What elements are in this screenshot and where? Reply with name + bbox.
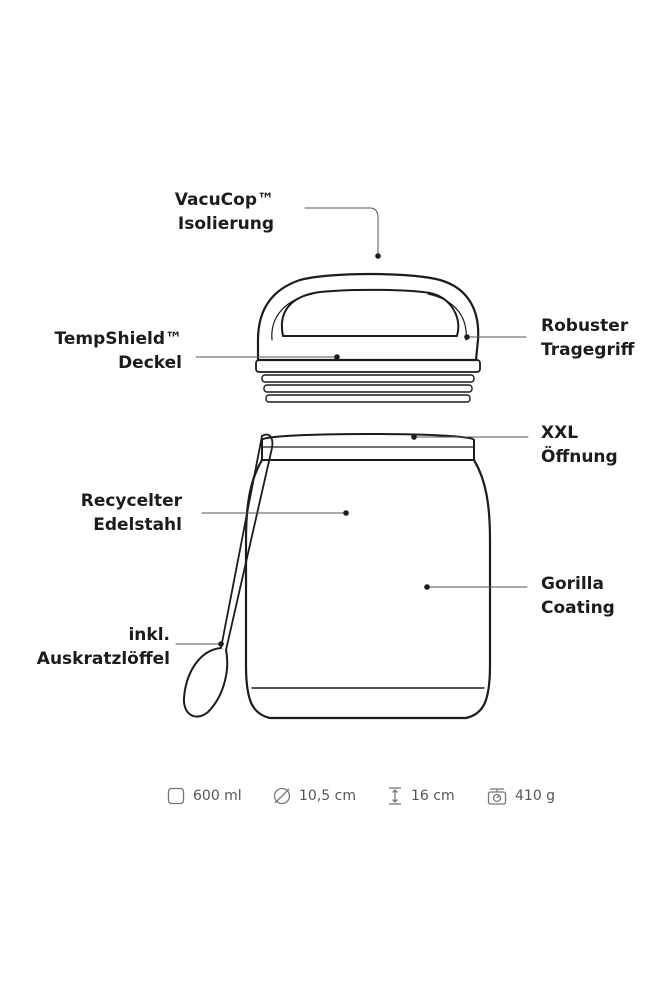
height-icon <box>389 787 401 805</box>
lid-illustration <box>255 272 481 403</box>
label-steel: Recycelter Edelstahl <box>80 491 182 535</box>
label-opening: XXL Öffnung <box>541 423 618 467</box>
label-coating: Gorilla Coating <box>541 574 615 618</box>
label-insulation: VacuCop™ Isolierung <box>174 190 274 234</box>
leader-lines <box>175 207 529 645</box>
spoon-illustration <box>182 433 274 718</box>
label-lid: TempShield™ Deckel <box>54 329 182 373</box>
spec-diameter: 10,5 cm <box>272 785 356 807</box>
spec-volume: 600 ml <box>166 785 242 807</box>
label-spoon: inkl. Auskratzlöffel <box>36 625 170 669</box>
label-handle: Robuster Tragegriff <box>541 316 635 360</box>
scale-icon <box>487 788 507 805</box>
jar-body-illustration <box>244 433 492 720</box>
leader-dots <box>218 253 470 647</box>
spec-weight: 410 g <box>486 785 555 807</box>
diameter-icon <box>273 787 291 805</box>
spec-height: 16 cm <box>386 785 455 807</box>
volume-icon <box>167 787 185 805</box>
leader-insulation <box>304 207 379 255</box>
